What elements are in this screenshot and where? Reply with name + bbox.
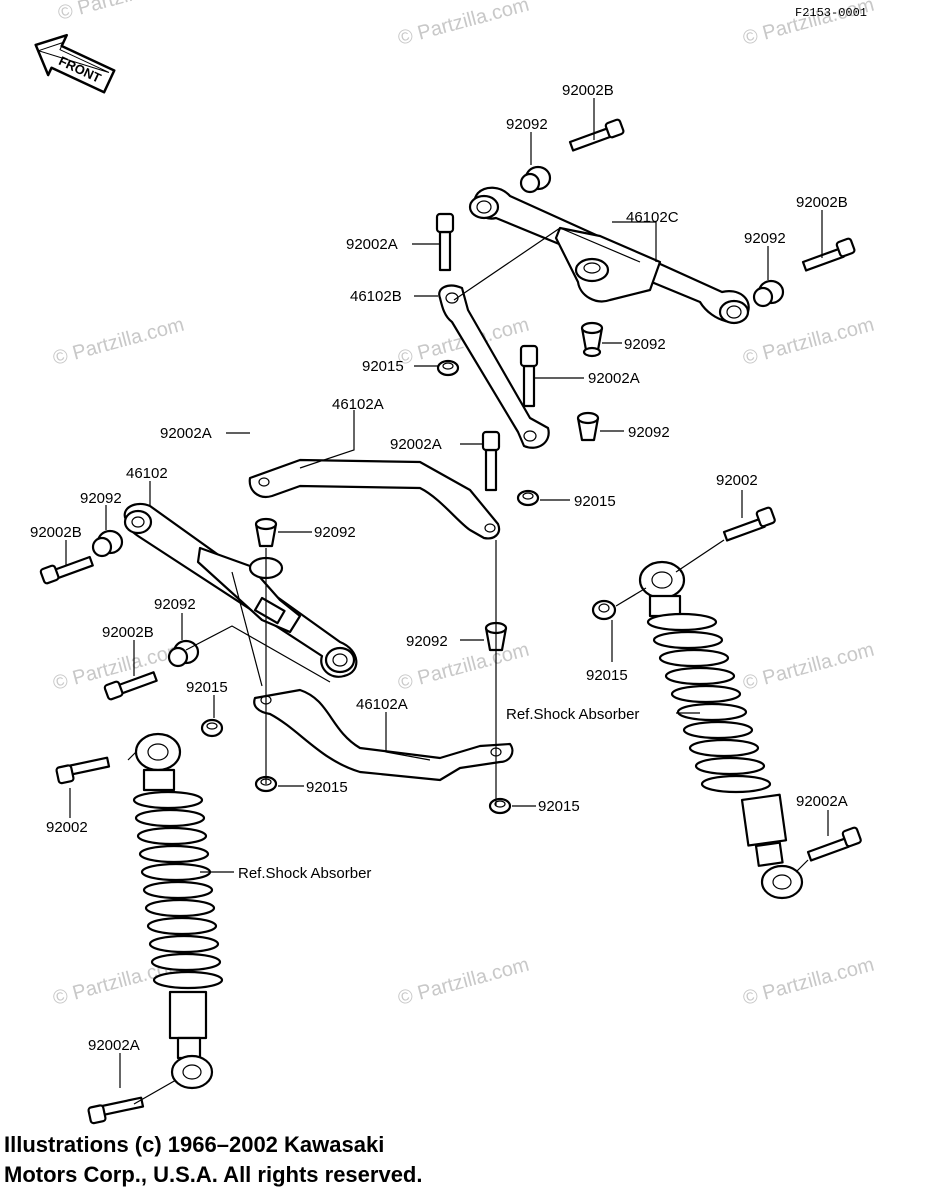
bushing-92092-under [580,321,604,358]
watermark: © Partzilla.com [56,0,192,25]
bolt-92002b-left2 [103,671,158,701]
label-46102a-lower: 46102A [356,696,408,713]
bushing-92092-right [752,279,785,308]
nut-92015-center [516,489,540,507]
bushing-92092-top [519,165,552,194]
nut-92015-top [436,359,460,377]
bushing-92092-center [254,517,278,548]
watermark: © Partzilla.com [396,954,532,1010]
label-92092-lower: 92092 [406,633,448,650]
label-92092-mid: 92092 [624,336,666,353]
nut-92015-right [591,599,617,621]
bolt-92002a-center [481,430,501,492]
bolt-92002-left [55,756,111,785]
label-46102: 46102 [126,465,168,482]
lower-arm-46102 [123,502,358,678]
watermark: © Partzilla.com [741,954,877,1010]
bolt-92002a-right [806,826,862,862]
label-92002-left: 92002 [46,819,88,836]
copyright-line-1: Illustrations (c) 1966–2002 Kawasaki [4,1132,385,1157]
label-92092-left: 92092 [80,490,122,507]
label-92002a-top: 92002A [346,236,398,253]
bolt-92002b-right [801,237,856,272]
label-92092-center2: 92092 [314,524,356,541]
bolt-92002a-top [435,212,455,272]
label-92002b-left2: 92002B [102,624,154,641]
bolt-92002b-top [568,118,625,152]
shock-spring-left [132,790,224,990]
label-92002a-bottom: 92002A [88,1037,140,1054]
label-92015-top: 92015 [362,358,404,375]
label-92092-top: 92092 [506,116,548,133]
label-92002b-left: 92002B [30,524,82,541]
label-92002a-center: 92002A [390,436,442,453]
copyright-notice: Illustrations (c) 1966–2002 Kawasaki Mot… [4,1130,422,1190]
label-92002-right: 92002 [716,472,758,489]
bolt-92002-right [722,506,776,542]
label-46102b: 46102B [350,288,402,305]
label-46102a-top: 46102A [332,396,384,413]
shock-spring-right [646,612,772,794]
watermark: © Partzilla.com [741,639,877,695]
ref-shock-absorber-left: Ref.Shock Absorber [238,865,371,882]
label-92015-center: 92015 [574,493,616,510]
bushing-92092-mid [576,411,600,442]
upper-arm-46102c [468,186,750,325]
watermark: © Partzilla.com [396,0,532,50]
ref-shock-absorber-right: Ref.Shock Absorber [506,706,639,723]
label-92002b-right: 92002B [796,194,848,211]
label-92092-center: 92092 [628,424,670,441]
strut-46102b [438,284,550,449]
label-92002a-mid: 92002A [588,370,640,387]
label-92015-left: 92015 [186,679,228,696]
label-46102c: 46102C [626,209,679,226]
bolt-92002b-left [39,555,94,585]
label-92002a-right: 92002A [796,793,848,810]
front-arrow-icon: FRONT [34,33,116,94]
watermark: © Partzilla.com [741,314,877,370]
label-92015-bottom: 92015 [538,798,580,815]
nut-92015-left [200,718,224,738]
label-92092-right: 92092 [744,230,786,247]
label-92015-lower: 92015 [306,779,348,796]
label-92092-left2: 92092 [154,596,196,613]
bracket-46102a-top [248,458,501,540]
nut-92015-bottom [488,797,512,815]
leader-lines [65,98,829,1105]
bolt-92002a-mid [519,344,539,408]
shock-absorber-left [132,732,224,1090]
copyright-line-2: Motors Corp., U.S.A. All rights reserved… [4,1162,423,1187]
shock-absorber-right [638,560,804,900]
label-92002b-top: 92002B [562,82,614,99]
figure-code: F2153-0001 [795,6,867,20]
part-labels: 92002B 92092 46102C 92002B 92092 92002A … [30,82,848,1054]
label-92002a-left: 92002A [160,425,212,442]
bushing-92092-left [91,529,124,558]
label-92015-right: 92015 [586,667,628,684]
bolt-92002a-bottom [87,1096,145,1125]
watermark: © Partzilla.com [51,314,187,370]
